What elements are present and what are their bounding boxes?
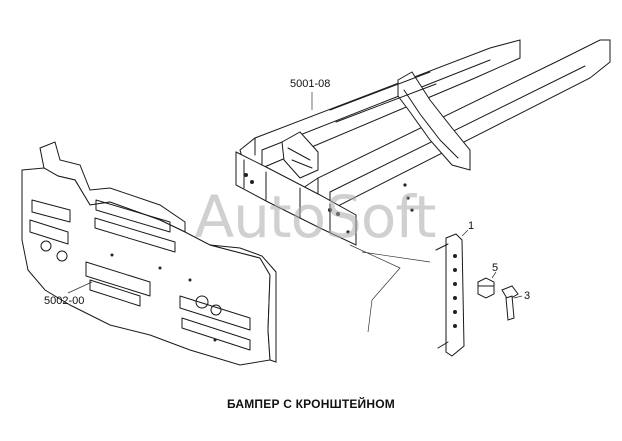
mounting-guide-lines	[349, 244, 431, 333]
bolt-part	[501, 285, 523, 321]
nut-part	[477, 271, 497, 299]
frame-part-number: 5001-08	[290, 78, 331, 90]
diagram-caption: БАМПЕР С КРОНШТЕЙНОМ	[227, 397, 395, 411]
bracket-part-number: 1	[468, 220, 475, 232]
watermark: AutoSoft	[194, 183, 436, 251]
bolt-part-number: 3	[524, 290, 531, 302]
bumper-part-number: 5002-00	[44, 295, 85, 307]
frame-assembly	[235, 39, 611, 246]
bumper-assembly	[21, 141, 277, 366]
nut-part-number: 5	[492, 262, 499, 274]
bracket-part	[435, 229, 469, 357]
